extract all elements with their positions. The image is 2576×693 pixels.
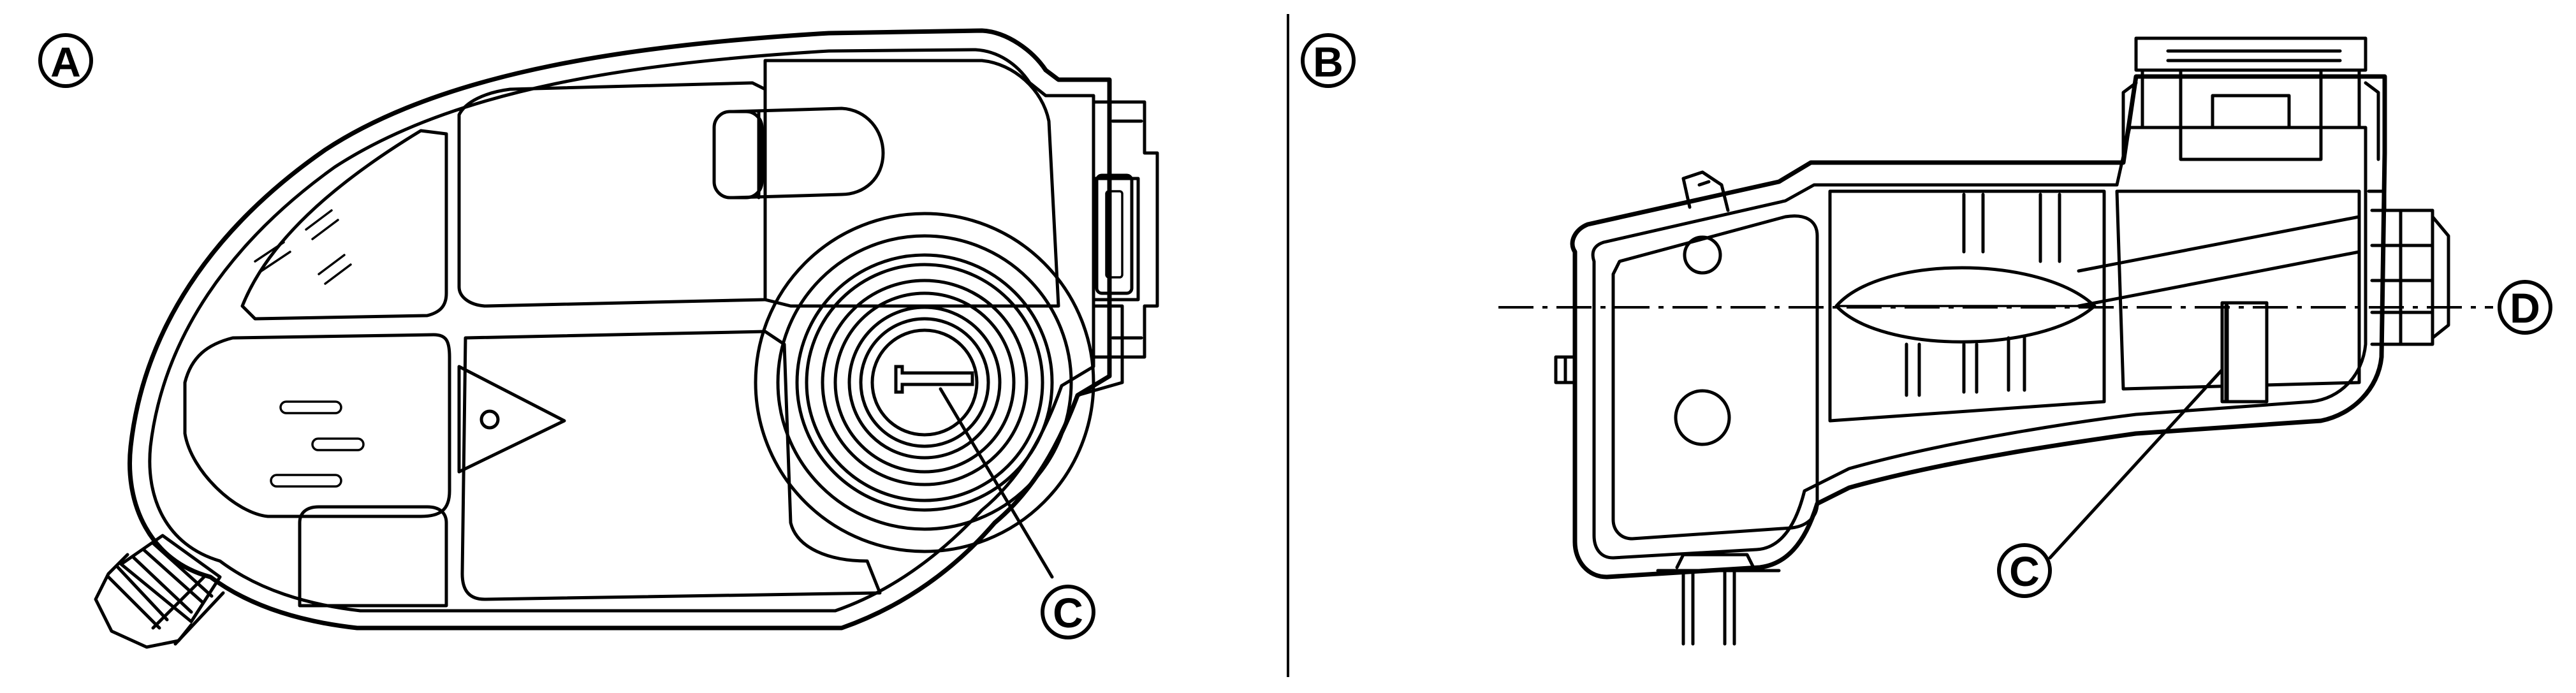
leader-line-c-right [2048, 368, 2224, 560]
level-markings-upper [254, 209, 352, 285]
reservoir-inner-outline [148, 48, 1095, 613]
section-inner-outline [1591, 126, 2367, 560]
latch-clip [1095, 173, 1134, 295]
panel-label-a-text: A [50, 38, 81, 85]
baffle-block [2220, 301, 2269, 404]
latch-clip-inner [1105, 190, 1123, 279]
filler-cap [754, 212, 1095, 553]
right-connector-detail [1092, 119, 1143, 340]
lens-divider [1834, 266, 2097, 344]
upper-ribs [1962, 193, 2061, 263]
panel-label-b-text: B [1313, 38, 1343, 85]
top-left-clip [1681, 170, 1730, 212]
middle-chamber [1828, 189, 2106, 423]
filler-neck [2121, 36, 2380, 161]
bottom-outlet-pipe [1656, 553, 1781, 646]
upper-right-chamber [763, 59, 1060, 308]
lower-left-chamber [183, 333, 451, 518]
right-connector-tab [1092, 100, 1159, 359]
reservoir-outer-outline [128, 28, 1112, 631]
right-chamber [2115, 189, 2361, 391]
triangle-marker [457, 365, 566, 474]
panel-b-reservoir-section-view [1498, 36, 2493, 646]
panel-label-b: B [1301, 33, 1356, 88]
callout-c-left: C [1041, 585, 1095, 639]
outlet-hose [94, 534, 225, 649]
section-outer-outline [1570, 74, 2387, 580]
callout-d-text: D [2510, 284, 2540, 332]
leader-line-c-left [939, 387, 1054, 579]
upper-left-chamber [240, 129, 448, 321]
upper-middle-chamber [457, 81, 767, 308]
level-markings-lower [270, 400, 365, 488]
lower-port-hole [1674, 389, 1731, 446]
upper-port-hole [1683, 235, 1722, 275]
inclined-tube [2077, 215, 2361, 308]
callout-d: D [2498, 280, 2552, 335]
lower-middle-chamber [460, 330, 882, 601]
t-marker [894, 365, 974, 394]
right-side-connector [2367, 189, 2450, 346]
left-prongs [1554, 355, 1577, 384]
panel-a-reservoir-top-view [94, 28, 1159, 649]
callout-c-right-text: C [2009, 548, 2040, 595]
panel-label-a: A [38, 33, 93, 88]
lower-tab [298, 505, 448, 608]
lower-ribs [1905, 336, 2026, 397]
callout-c-left-text: C [1053, 589, 1083, 636]
left-compartment [1611, 214, 1819, 541]
callout-c-right: C [1997, 543, 2052, 598]
inlet-nipple-upper [712, 106, 885, 200]
right-lower-tab [1076, 304, 1124, 397]
